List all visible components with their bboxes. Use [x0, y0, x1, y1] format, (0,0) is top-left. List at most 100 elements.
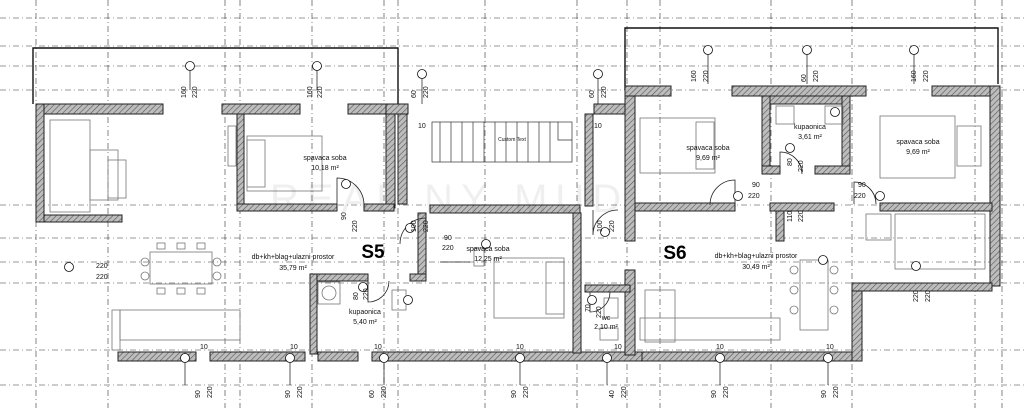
- dim-label: 220: [913, 290, 920, 302]
- elevation-marker: [405, 223, 415, 233]
- elevation-marker: [785, 143, 795, 153]
- elevation-marker: [911, 261, 921, 271]
- dim-label: 220: [207, 386, 214, 398]
- dim-label: 220: [192, 86, 199, 98]
- dim-label: 100: [411, 220, 418, 232]
- balcony-outlines: [32, 27, 999, 104]
- dim-label: 220: [798, 160, 805, 172]
- dim-label: 220: [813, 70, 820, 82]
- dim-label: 220: [833, 386, 840, 398]
- dim-label: 220: [363, 288, 370, 300]
- elevation-marker: [818, 255, 828, 265]
- dim-label: 220: [798, 210, 805, 222]
- dim-label: 220: [423, 86, 430, 98]
- dim-label: 90: [752, 182, 760, 189]
- dim-label: 220: [621, 386, 628, 398]
- dim-label: 90: [341, 212, 348, 220]
- elevation-marker: [733, 191, 743, 201]
- dim-label: 220: [352, 220, 359, 232]
- elevation-marker: [802, 45, 812, 55]
- room-name: kupaonica: [794, 124, 826, 131]
- dim-label: 90: [858, 182, 866, 189]
- dim-label: 60: [369, 390, 376, 398]
- dim-label: 220: [925, 290, 932, 302]
- room-area: 10,18 m²: [311, 165, 339, 172]
- dim-label: 220: [723, 386, 730, 398]
- dim-label: 160: [307, 86, 314, 98]
- dim-label: 60: [801, 74, 808, 82]
- dim-label: 220: [96, 263, 108, 270]
- dim-label: 90: [444, 235, 452, 242]
- stair: Custom Text: [431, 121, 573, 163]
- dim-label: 10: [418, 123, 426, 130]
- room-area: 35,79 m²: [279, 265, 307, 272]
- dim-label: 110: [787, 211, 794, 222]
- dim-label: 10: [516, 344, 524, 351]
- room-name: spavaca soba: [896, 139, 939, 146]
- dim-label: 80: [787, 158, 794, 166]
- dim-label: 220: [601, 86, 608, 98]
- dim-label: 80: [353, 292, 360, 300]
- dim-label: 220: [923, 70, 930, 82]
- elevation-marker: [703, 45, 713, 55]
- room-name: spavaca soba: [303, 155, 346, 162]
- room-name: db+kh+blag+ulazni prostor: [715, 253, 798, 260]
- elevation-marker: [417, 69, 427, 79]
- elevation-marker: [403, 295, 413, 305]
- elevation-marker: [185, 61, 195, 71]
- dim-label: 10: [716, 344, 724, 351]
- dimension-labels: 160 220 160 220 60 220 60 220 160 220 60…: [96, 70, 932, 398]
- dim-label: 100: [597, 220, 604, 232]
- room-name: spavaca soba: [686, 145, 729, 152]
- dim-label: 10: [200, 344, 208, 351]
- room-name: spavaca soba: [466, 246, 509, 253]
- room-area: 30,49 m²: [742, 264, 770, 271]
- furniture: [49, 105, 986, 351]
- dim-label: 10: [374, 344, 382, 351]
- dim-label: 70: [585, 304, 592, 312]
- dim-label: 10: [614, 344, 622, 351]
- dim-label: 90: [511, 390, 518, 398]
- dim-label: 220: [523, 386, 530, 398]
- dim-label: 10: [826, 344, 834, 351]
- elevation-marker: [587, 295, 597, 305]
- elevation-marker: [715, 353, 725, 363]
- dim-label: 220: [297, 386, 304, 398]
- dim-label: 220: [703, 70, 710, 82]
- room-area: 9,69 m²: [696, 155, 720, 162]
- elevation-marker: [600, 227, 610, 237]
- elevation-marker: [823, 353, 833, 363]
- elevation-marker: [909, 45, 919, 55]
- elevation-marker: [481, 239, 491, 249]
- dim-label: 90: [711, 390, 718, 398]
- room-area: 5,40 m²: [353, 319, 377, 326]
- elevation-marker: [312, 61, 322, 71]
- room-name: kupaonica: [349, 309, 381, 316]
- elevation-marker: [515, 353, 525, 363]
- dim-label: 220: [609, 220, 616, 232]
- elevation-marker: [285, 353, 295, 363]
- dim-label: 220: [96, 274, 108, 281]
- elevation-marker: [180, 353, 190, 363]
- elevation-marker: [64, 262, 74, 272]
- dim-label: 220: [317, 86, 324, 98]
- elevation-marker: [379, 353, 389, 363]
- dim-label: 90: [821, 390, 828, 398]
- dim-label: 220: [423, 220, 430, 232]
- dim-label: 60: [411, 90, 418, 98]
- dim-label: 160: [911, 70, 918, 82]
- dim-label: 220: [854, 193, 866, 200]
- dim-label: 220: [596, 306, 603, 318]
- stair-label: Custom Text: [498, 137, 526, 143]
- dim-label: 220: [442, 245, 454, 252]
- dim-label: 90: [195, 390, 202, 398]
- room-area: 2,10 m²: [594, 324, 618, 331]
- watermark: REAL NY MUD: [270, 177, 629, 221]
- dim-label: 10: [290, 344, 298, 351]
- unit-label-s6: S6: [663, 243, 686, 264]
- room-labels: spavaca soba 10,18 m² db+kh+blag+ulazni …: [252, 124, 940, 331]
- room-name: wc: [601, 315, 611, 322]
- room-area: 9,69 m²: [906, 149, 930, 156]
- elevation-marker: [830, 107, 840, 117]
- dim-label: 10: [594, 123, 602, 130]
